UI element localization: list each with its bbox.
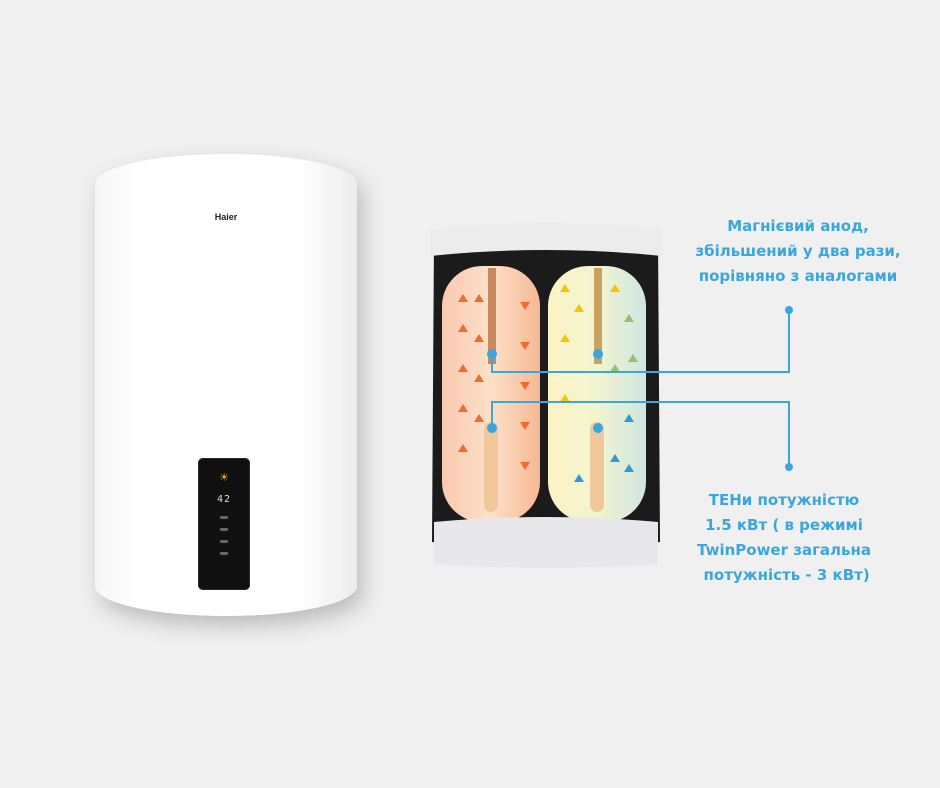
panel-button [220, 528, 228, 531]
tens-callout-line-4: потужність - 3 кВт) [698, 566, 870, 584]
heating-element [484, 422, 498, 512]
tens-callout-line-1: ТЕНи потужністю [708, 491, 860, 509]
brand-logo: Haier [214, 212, 238, 222]
heating-elements-callout-label: ТЕНи потужністю 1.5 кВт ( в режимі TwinP… [676, 488, 892, 588]
control-panel-display: ☀ 42 [198, 458, 250, 590]
tank-cutaway-illustration [430, 223, 662, 568]
tens-callout-line-2: 1.5 кВт ( в режимі [705, 516, 863, 534]
tens-callout-line-3: TwinPower загальна [697, 541, 871, 559]
water-heater-product: Haier ☀ 42 [95, 154, 357, 616]
anode-callout-line-3: порівняно з аналогами [698, 267, 898, 285]
anode-callout-line-2: збільшений у два рази, [695, 242, 901, 260]
sun-icon: ☀ [219, 471, 229, 484]
anode-callout-line-1: Магнієвий анод, [727, 217, 869, 235]
panel-button [220, 516, 228, 519]
heating-element [590, 422, 604, 512]
anode-callout-label: Магнієвий анод, збільшений у два рази, п… [680, 214, 916, 289]
temperature-readout: 42 [216, 494, 232, 505]
panel-button [220, 552, 228, 555]
panel-button [220, 540, 228, 543]
